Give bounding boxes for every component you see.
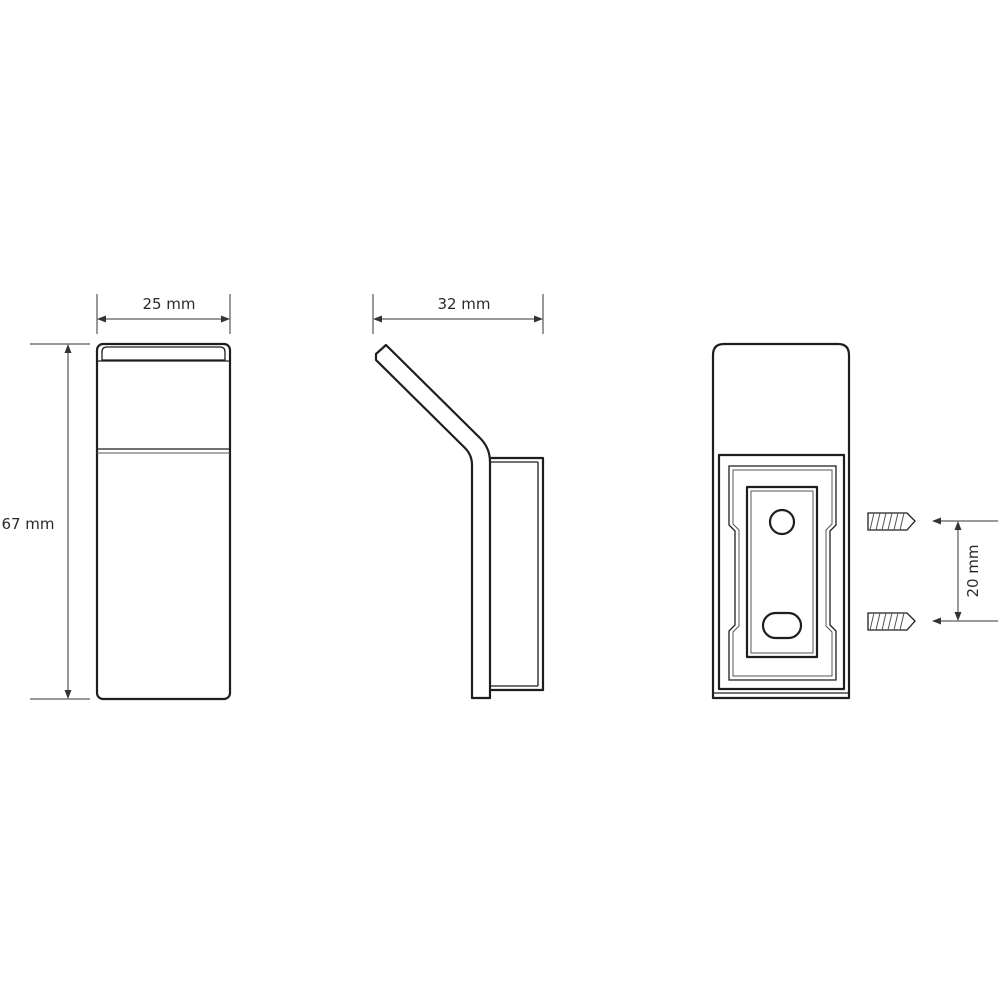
arrow-head [534,315,543,323]
front-view-body [95,342,232,701]
arrow-head [97,315,106,323]
height-label: 67 mm [1,515,54,533]
front-view-cap [101,346,226,361]
arrow-head [64,690,72,699]
back-view-body [711,342,851,700]
arrow-head [954,521,962,530]
dimension-side-depth: 32 mm [372,294,544,334]
side-view-plate [488,456,545,692]
arrow-head [954,612,962,621]
dimension-height: 67 mm [1,343,90,700]
back-view-recess [717,453,846,691]
arrow-head [64,344,72,353]
front-view [95,342,232,701]
arrow-head [373,315,382,323]
side-view-hook [374,343,492,700]
arrow-head [932,617,941,625]
dimension-screw-spacing: 20 mm [932,517,998,625]
mounting-slot [761,611,803,640]
mounting-hole [768,508,796,536]
dimension-front-width: 25 mm [96,294,231,334]
side-depth-label: 32 mm [437,295,490,313]
back-view-mounting-plate [745,485,819,659]
arrow-head [221,315,230,323]
side-view [374,343,545,700]
screw [867,612,916,631]
screw [867,512,916,531]
screw-spacing-label: 20 mm [964,544,982,597]
back-view [711,342,851,700]
arrow-head [932,517,941,525]
front-width-label: 25 mm [142,295,195,313]
back-view-bracket [728,465,837,681]
